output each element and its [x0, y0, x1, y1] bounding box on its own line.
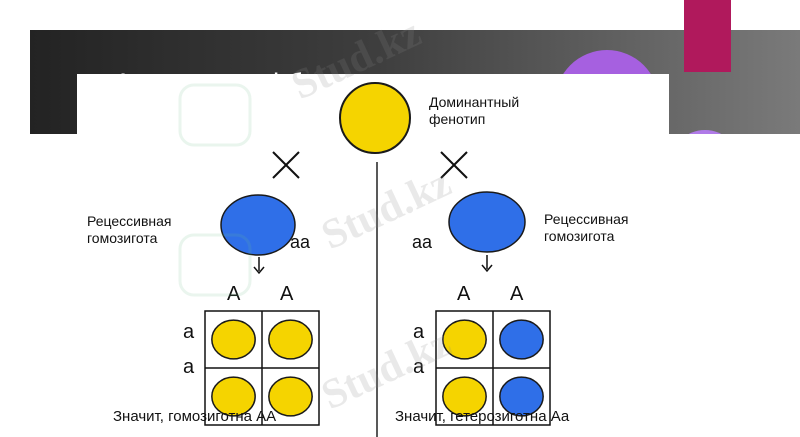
decorative-purple-circle-small: [670, 130, 740, 134]
dominant-label-line2: фенотип: [429, 111, 485, 127]
left-punnett-square: [204, 310, 320, 426]
left-col-header: А: [227, 283, 241, 305]
right-col-header: А: [510, 283, 524, 305]
right-offspring-circle: [499, 319, 544, 360]
cross-symbol-right: [440, 151, 468, 179]
right-row-header: а: [413, 321, 425, 343]
right-genotype-label: аа: [412, 232, 433, 252]
left-recessive-label-line2: гомозигота: [87, 230, 158, 246]
left-offspring-circle: [211, 376, 256, 417]
cross-symbol-left: [272, 151, 300, 179]
left-conclusion: Значит, гомозиготна АА: [113, 408, 276, 425]
left-offspring-circle: [211, 319, 256, 360]
dominant-label-line1: Доминантный: [429, 94, 519, 110]
decorative-magenta-bar: [684, 0, 731, 72]
right-offspring-circle: [442, 376, 487, 417]
left-col-header: А: [280, 283, 294, 305]
diagram-panel: Доминантный фенотип Рецессивная гомозиго…: [77, 74, 669, 437]
right-col-header: А: [457, 283, 471, 305]
left-down-arrow: [253, 257, 265, 275]
left-recessive-circle: [220, 194, 296, 256]
left-genotype-label: аа: [290, 232, 311, 252]
right-row-header: а: [413, 356, 425, 378]
right-offspring-circle: [442, 319, 487, 360]
test-cross-diagram: Доминантный фенотип Рецессивная гомозиго…: [87, 82, 629, 437]
left-offspring-circle: [268, 376, 313, 417]
right-conclusion: Значит, гетерозиготна Аа: [395, 408, 570, 425]
dominant-phenotype-circle: [339, 82, 411, 154]
right-punnett-square: [435, 310, 551, 426]
left-row-header: а: [183, 356, 195, 378]
left-recessive-label-line1: Рецессивная: [87, 213, 172, 229]
right-down-arrow: [481, 255, 493, 273]
left-offspring-circle: [268, 319, 313, 360]
right-offspring-circle: [499, 376, 544, 417]
left-row-header: а: [183, 321, 195, 343]
right-recessive-circle: [448, 191, 526, 253]
right-recessive-label-line2: гомозигота: [544, 228, 615, 244]
right-recessive-label-line1: Рецессивная: [544, 211, 629, 227]
